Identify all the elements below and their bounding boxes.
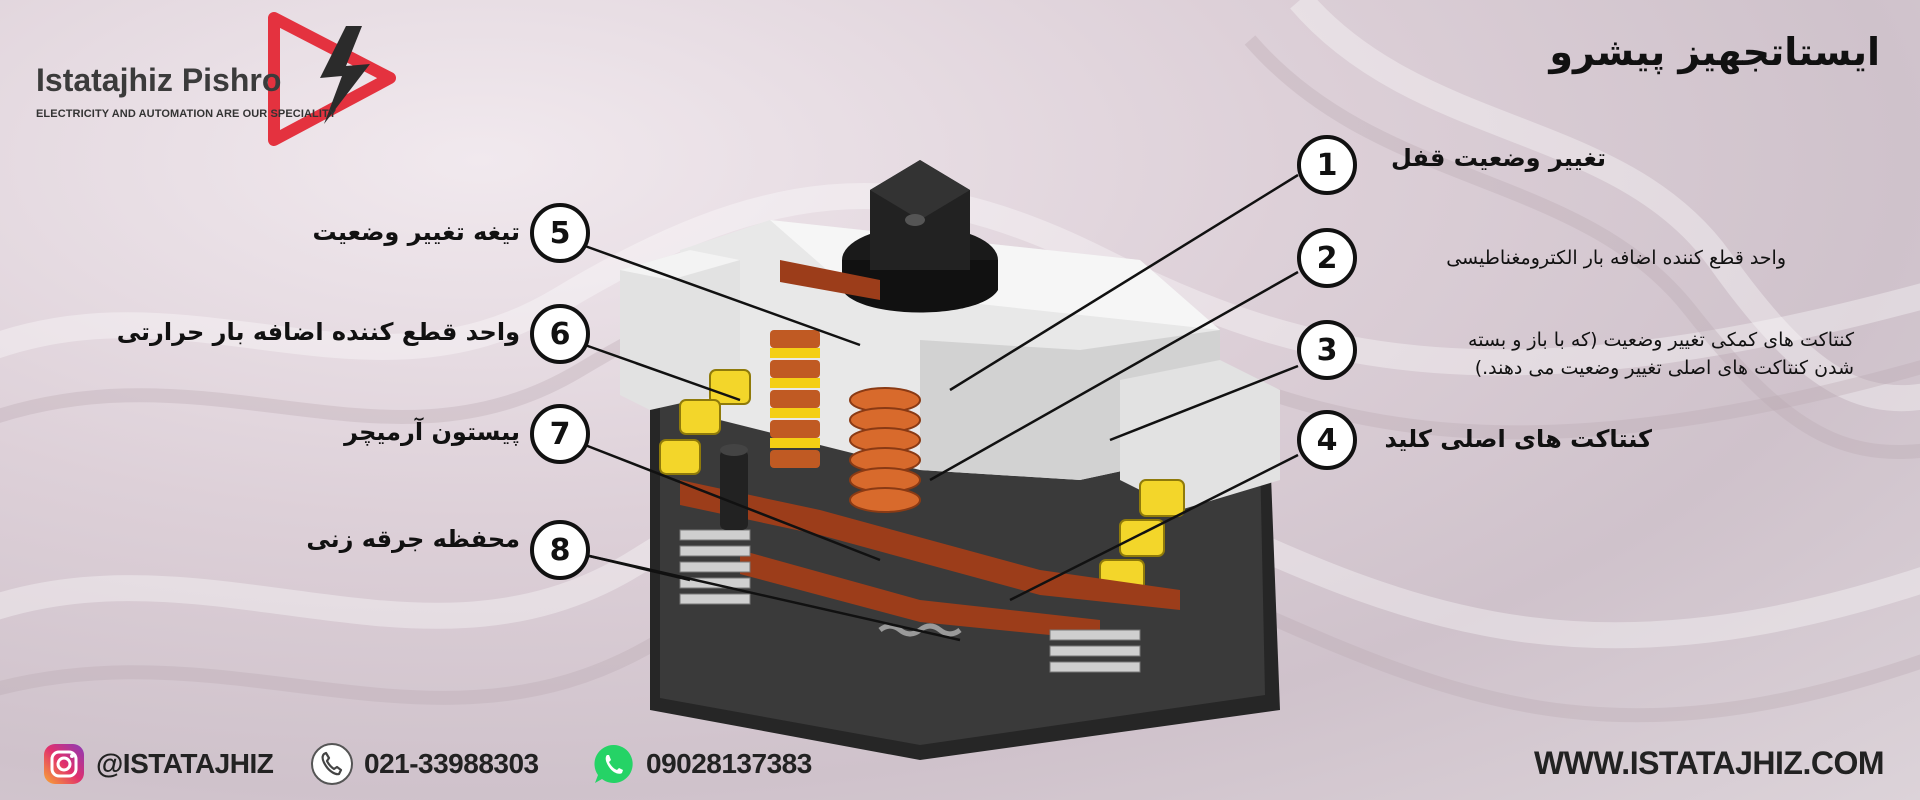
phone-icon: [311, 743, 353, 785]
callout-badge-5: 5: [530, 203, 590, 263]
logo-tagline: ELECTRICITY AND AUTOMATION ARE OUR SPECI…: [36, 108, 337, 120]
callout-label-6: واحد قطع کننده اضافه بار حرارتی: [116, 318, 520, 346]
breaker-cutaway-illustration: [620, 160, 1280, 760]
instagram-icon: [44, 744, 84, 784]
callout-label-2: واحد قطع کننده اضافه بار الکترومغناطیسی: [1446, 247, 1786, 269]
footer-whatsapp[interactable]: 09028137383: [592, 742, 812, 786]
callout-badge-6: 6: [530, 304, 590, 364]
callout-badge-4: 4: [1297, 410, 1357, 470]
callout-badge-1: 1: [1297, 135, 1357, 195]
phone-number: 021-33988303: [364, 748, 539, 779]
callout-label-7: پیستون آرمیچر: [344, 418, 520, 446]
whatsapp-number: 09028137383: [646, 748, 812, 779]
callout-label-1: تغییر وضعیت قفل: [1390, 144, 1606, 172]
callout-label-5: تیغه تغییر وضعیت: [312, 218, 520, 246]
callout-badge-8: 8: [530, 520, 590, 580]
callout-label-3-line1: کنتاکت های کمکی تغییر وضعیت (که با باز و…: [1468, 329, 1854, 351]
whatsapp-icon: [594, 744, 633, 783]
callout-label-3-line2: شدن کنتاکت های اصلی تغییر وضعیت می دهند.…: [1474, 357, 1854, 379]
logo-name: Istatajhiz Pishro: [36, 62, 282, 98]
callout-badge-7: 7: [530, 404, 590, 464]
website-link[interactable]: WWW.ISTATAJHIZ.COM: [1533, 745, 1885, 781]
callout-badge-3: 3: [1297, 320, 1357, 380]
brand-title: ایستاتجهیز پیشرو: [1549, 30, 1880, 74]
callout-label-4: کنتاکت های اصلی کلید: [1384, 425, 1652, 453]
company-logo[interactable]: Istatajhiz Pishro ELECTRICITY AND AUTOMA…: [30, 12, 410, 146]
footer-phone[interactable]: 021-33988303: [310, 742, 539, 786]
instagram-handle: @ISTATAJHIZ: [96, 748, 274, 779]
logo-lightning-play-icon: [268, 12, 396, 146]
callout-badge-2: 2: [1297, 228, 1357, 288]
callout-label-8: محفظه جرقه زنی: [306, 525, 520, 553]
footer-instagram[interactable]: @ISTATAJHIZ: [42, 742, 274, 786]
